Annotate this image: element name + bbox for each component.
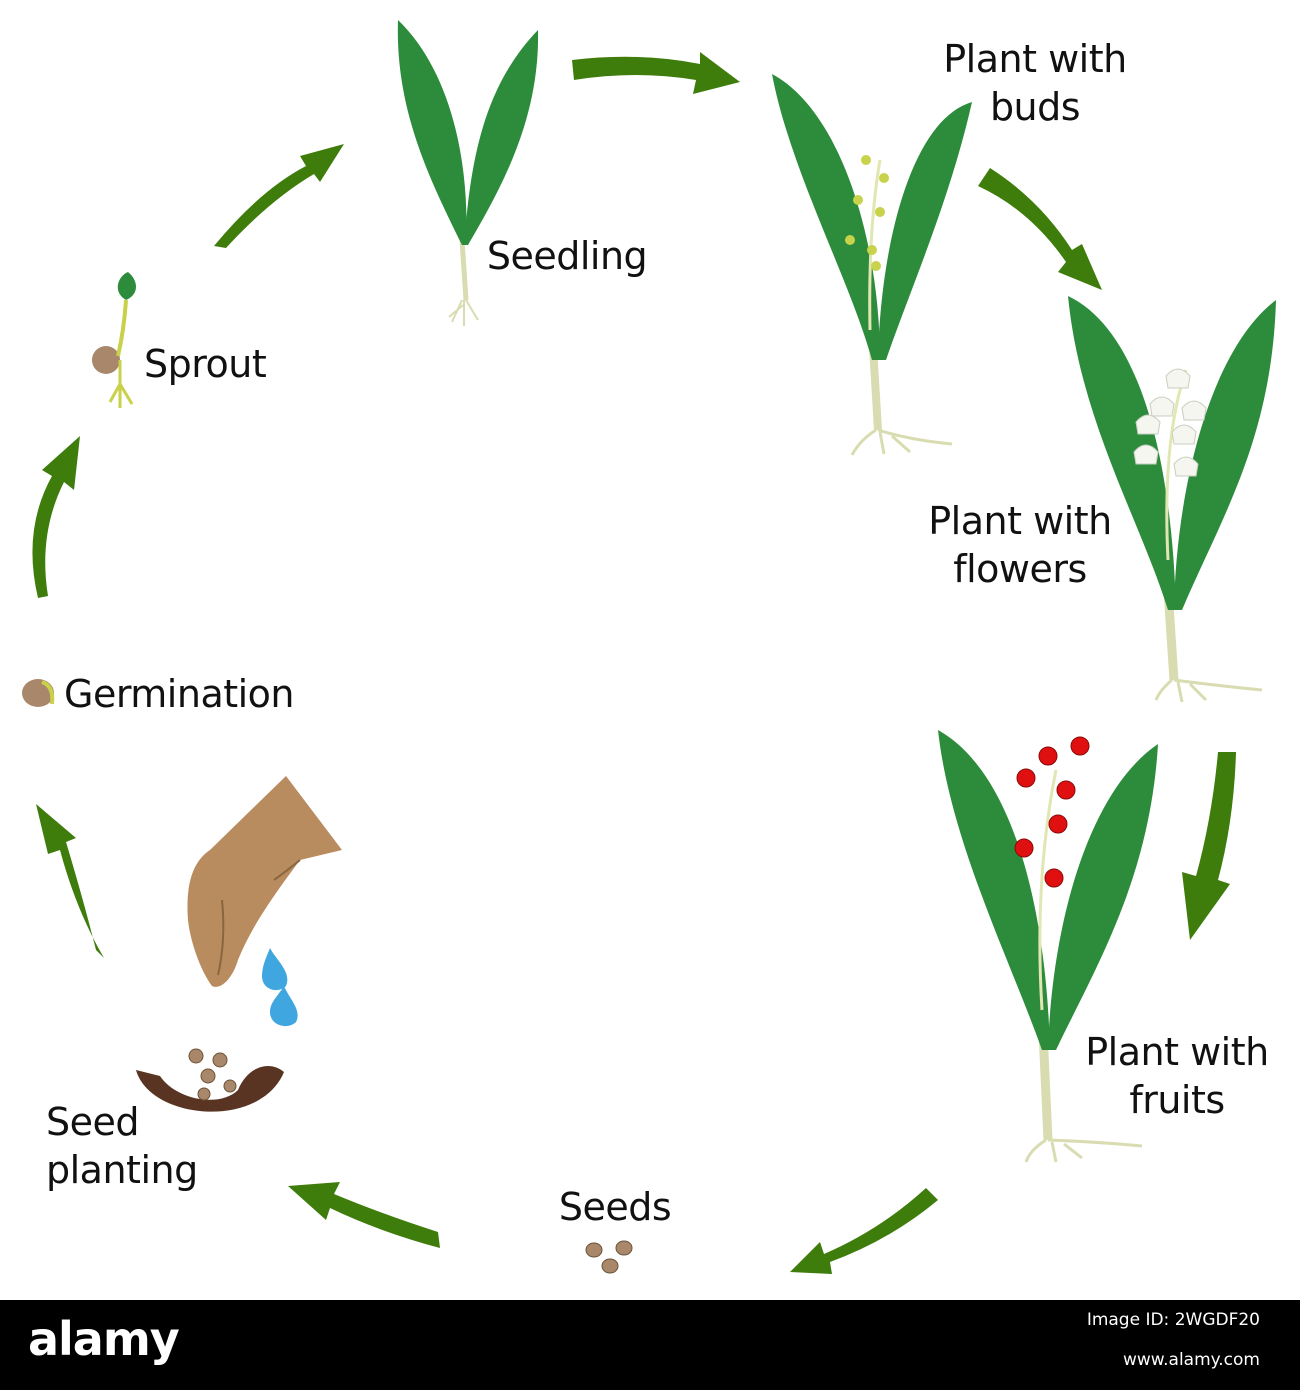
sprout-illustration	[92, 272, 136, 408]
arrow-buds-to-flowers	[978, 168, 1102, 290]
seedling-illustration	[397, 20, 539, 326]
life-cycle-diagram	[22, 20, 1276, 1274]
plant-with-fruits-label: Plant with fruits	[1062, 1028, 1292, 1124]
sprout-label: Sprout	[144, 342, 267, 386]
seeds-label: Seeds	[558, 1185, 672, 1229]
plant-with-flowers-line2: flowers	[953, 547, 1087, 591]
cycle-arrows	[32, 52, 1236, 1274]
arrow-flowers-to-fruits	[1182, 752, 1236, 940]
plant-with-fruits-line2: fruits	[1129, 1078, 1225, 1122]
arrow-sprout-to-seedling	[214, 144, 344, 248]
plant-with-buds-line2: buds	[989, 85, 1081, 129]
seed-planting-line1: Seed	[46, 1100, 140, 1144]
arrow-germination-to-sprout	[32, 436, 80, 598]
brand-logo[interactable]: alamy	[28, 1312, 180, 1366]
plant-with-buds-label: Plant with buds	[920, 35, 1150, 131]
plant-with-flowers-label: Plant with flowers	[905, 497, 1135, 593]
plant-with-flowers-line1: Plant with	[928, 499, 1112, 543]
arrow-fruits-to-seeds	[790, 1188, 938, 1274]
arrow-seeds-to-planting	[288, 1182, 440, 1248]
plant-with-flowers-illustration	[1068, 296, 1276, 703]
plant-with-fruits-illustration	[938, 730, 1158, 1163]
image-id-text: Image ID: 2WGDF20	[1086, 1310, 1260, 1330]
seed-planting-line2: planting	[46, 1148, 198, 1192]
plant-with-buds-line1: Plant with	[943, 37, 1127, 81]
plant-with-buds-illustration	[772, 74, 972, 456]
seed-planting-label: Seed planting	[46, 1098, 246, 1194]
arrow-seedling-to-buds	[572, 52, 740, 94]
germination-illustration	[22, 679, 55, 707]
seeds-illustration	[585, 1240, 633, 1274]
watermark-footer-bar: alamy Image ID: 2WGDF20 www.alamy.com	[0, 1300, 1300, 1390]
site-url-text[interactable]: www.alamy.com	[1122, 1350, 1260, 1370]
germination-label: Germination	[64, 672, 295, 716]
arrow-planting-to-germination	[36, 804, 104, 958]
seedling-label: Seedling	[486, 234, 648, 278]
plant-with-fruits-line1: Plant with	[1085, 1030, 1269, 1074]
seed-planting-illustration	[136, 776, 342, 1112]
